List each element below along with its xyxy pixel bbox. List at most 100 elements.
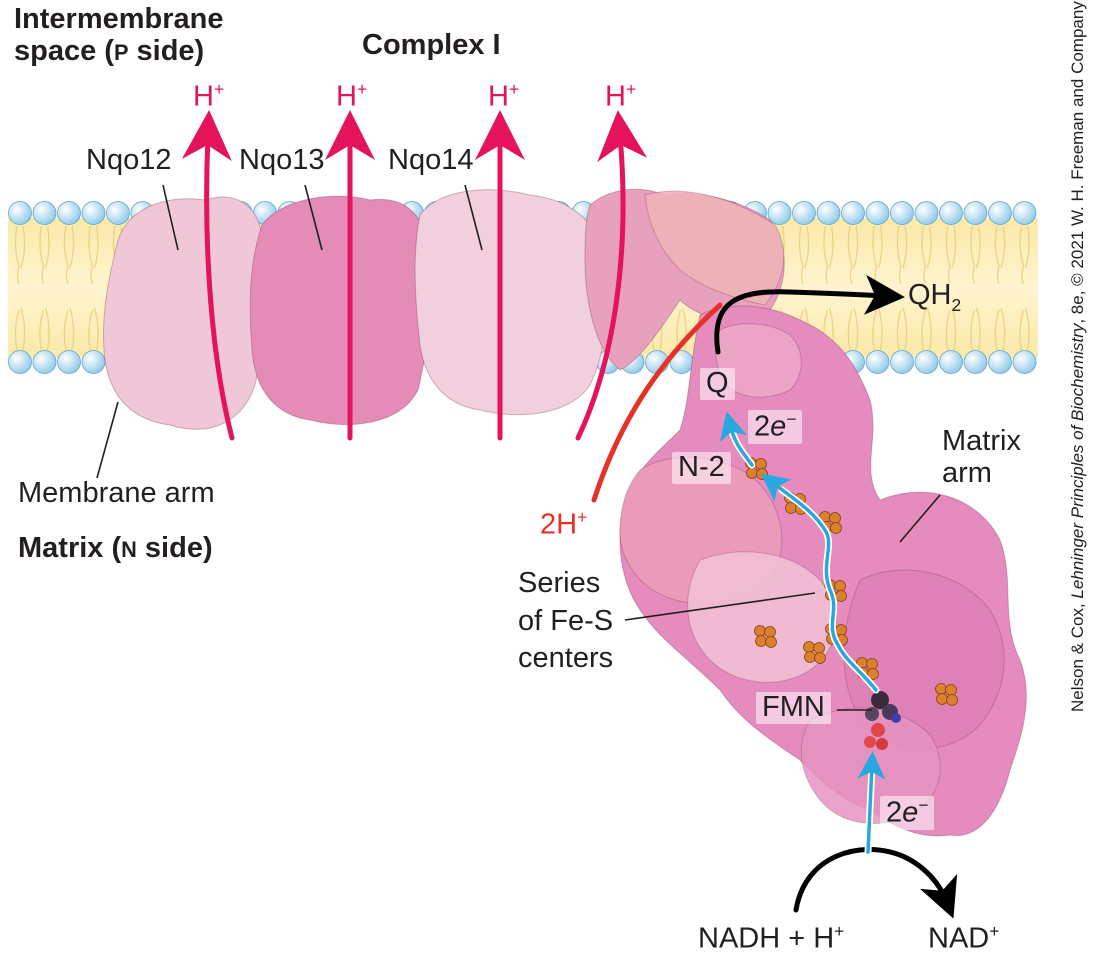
lipid-tail bbox=[951, 307, 957, 351]
proton-label-4: H+ bbox=[605, 79, 637, 113]
nad-label: NAD+ bbox=[928, 921, 1000, 955]
lipid-head bbox=[57, 350, 81, 374]
lipid-tail bbox=[93, 307, 99, 351]
lipid-tail bbox=[1019, 225, 1025, 285]
subunit-label-nqo12: Nqo12 bbox=[86, 144, 172, 176]
two-protons-label: 2H+ bbox=[540, 507, 588, 541]
lipid-tail bbox=[823, 225, 829, 285]
lipid-head bbox=[914, 201, 939, 225]
lipid-head bbox=[914, 350, 939, 374]
lipid-tail bbox=[970, 225, 976, 285]
qh2-label: QH2 bbox=[908, 279, 962, 315]
fe-s-cluster bbox=[803, 641, 826, 664]
lipid-head bbox=[81, 350, 106, 374]
membrane-arm-label: Membrane arm bbox=[18, 477, 215, 509]
lipid-head bbox=[792, 201, 816, 225]
lipid-head bbox=[865, 350, 890, 374]
lipid-tail bbox=[681, 307, 687, 351]
subunit-label-nqo13: Nqo13 bbox=[239, 144, 325, 176]
lipid-tail bbox=[1019, 309, 1025, 351]
lipid-tail bbox=[951, 225, 957, 269]
lipid-tail bbox=[44, 307, 50, 351]
lipid-head bbox=[32, 350, 57, 374]
proton-arrow-4 bbox=[575, 110, 648, 441]
lipid-tail bbox=[20, 225, 26, 269]
lipid-tail bbox=[1000, 307, 1006, 351]
lipid-tail bbox=[88, 309, 94, 351]
lipid-tail bbox=[902, 225, 908, 269]
lipid-tail bbox=[847, 225, 853, 285]
subunit-nqo12-shape bbox=[103, 196, 267, 430]
q-label: Q bbox=[700, 367, 735, 400]
lipid-head bbox=[890, 201, 914, 225]
lipid-tail bbox=[63, 225, 69, 285]
p-side-label: Intermembrane space (P side) bbox=[14, 3, 224, 67]
fe-s-cluster bbox=[754, 625, 777, 648]
lipid-tail bbox=[994, 309, 1000, 351]
fe-s-cluster bbox=[935, 683, 958, 706]
fe-s-centers-label: Series of Fe-S centers bbox=[518, 567, 614, 675]
lipid-tail bbox=[39, 225, 45, 285]
lipid-tail bbox=[877, 225, 883, 269]
lipid-tail bbox=[945, 309, 951, 351]
lipid-tail bbox=[69, 225, 75, 269]
proton-arrow-1 bbox=[181, 110, 235, 441]
lipid-tail bbox=[994, 225, 1000, 285]
subunit-nqo13-shape bbox=[249, 195, 431, 425]
lipid-tail bbox=[39, 309, 45, 351]
lipid-tail bbox=[921, 309, 927, 351]
lipid-head bbox=[767, 201, 792, 225]
lipid-head bbox=[81, 201, 106, 225]
subunit-label-nqo14: Nqo14 bbox=[388, 144, 474, 176]
lipid-tail bbox=[20, 307, 26, 351]
lipid-tail bbox=[88, 225, 94, 285]
nadh-to-nad-arrow bbox=[793, 847, 958, 919]
fmn-label: FMN bbox=[756, 691, 831, 724]
lipid-tail bbox=[828, 225, 834, 269]
subunit-nqo14-shape bbox=[414, 189, 608, 416]
lipid-tail bbox=[975, 225, 981, 269]
lipid-head bbox=[1012, 350, 1037, 374]
lipid-tail bbox=[1000, 225, 1006, 269]
lipid-tail bbox=[970, 309, 976, 351]
lipid-tail bbox=[945, 225, 951, 285]
lipid-head bbox=[963, 201, 988, 225]
proton-label-1: H+ bbox=[193, 79, 225, 113]
lipid-tail bbox=[853, 225, 859, 269]
lipid-tail bbox=[975, 307, 981, 351]
lipid-head bbox=[939, 201, 963, 225]
lipid-tail bbox=[69, 307, 75, 351]
matrix-arm-label: Matrix arm bbox=[942, 425, 1021, 489]
lipid-head bbox=[988, 201, 1012, 225]
title: Complex I bbox=[362, 29, 501, 61]
membrane-arm-proteins bbox=[103, 188, 785, 430]
two-electrons-top-label: 2e− bbox=[748, 409, 803, 444]
lipid-tail bbox=[1024, 307, 1030, 351]
proton-uptake-path bbox=[591, 302, 723, 503]
n2-label: N-2 bbox=[672, 451, 731, 484]
lipid-tail bbox=[63, 309, 69, 351]
lipid-head bbox=[939, 350, 963, 374]
lipid-tail bbox=[926, 225, 932, 269]
lipid-tail bbox=[798, 225, 804, 285]
proton-pump-arrows bbox=[181, 110, 648, 441]
lipid-tail bbox=[1024, 225, 1030, 269]
lipid-head bbox=[816, 201, 841, 225]
lipid-tail bbox=[847, 309, 853, 351]
lipid-head bbox=[8, 350, 32, 374]
lipid-head bbox=[841, 201, 865, 225]
lipid-tail bbox=[921, 225, 927, 285]
lipid-tail bbox=[93, 225, 99, 269]
leader-lines bbox=[96, 184, 941, 711]
fmn-cofactor bbox=[864, 691, 901, 750]
lipid-tail bbox=[14, 225, 20, 285]
lipid-tail bbox=[853, 307, 859, 351]
lipid-head bbox=[57, 201, 81, 225]
n-side-label: Matrix (N side) bbox=[18, 532, 213, 564]
lipid-tail bbox=[14, 309, 20, 351]
lipid-head bbox=[106, 201, 130, 225]
lipid-head bbox=[865, 201, 890, 225]
lipid-tail bbox=[804, 225, 810, 269]
lipid-tail bbox=[44, 225, 50, 269]
